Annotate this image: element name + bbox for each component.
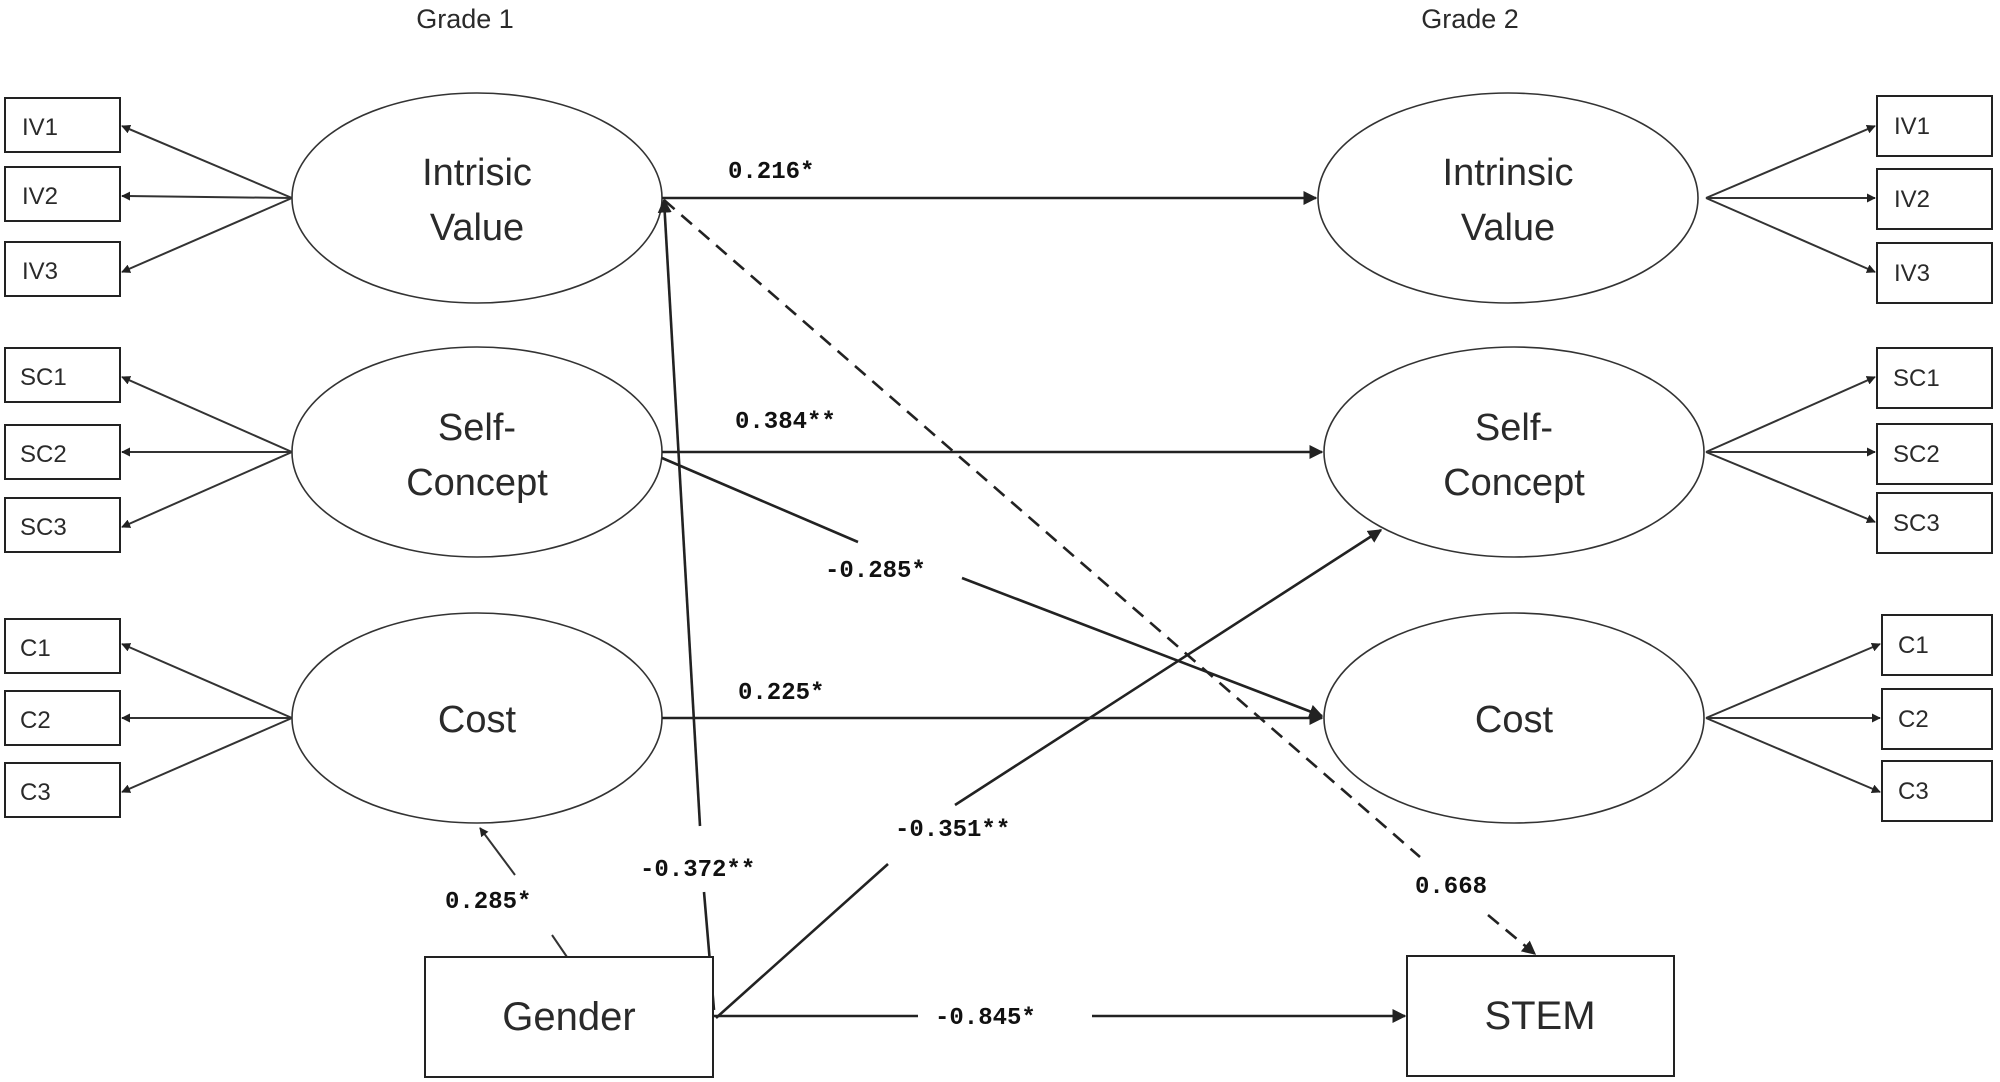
latent-label-left-iv-line1: Intrisic — [422, 152, 532, 194]
latent-label-left-sc-line2: Concept — [406, 462, 548, 504]
loading-arrow-left-iv1 — [121, 125, 293, 199]
loading-arrow-right-c1 — [1705, 643, 1881, 719]
indicator-label-left-iv3: IV3 — [22, 258, 58, 285]
coef-gender-to-iv: -0.372** — [640, 857, 755, 884]
loading-arrow-left-iv3 — [121, 197, 293, 273]
gender-label: Gender — [502, 995, 635, 1039]
indicator-label-left-iv1: IV1 — [22, 114, 58, 141]
indicator-box-right-c1 — [1881, 614, 1993, 676]
indicator-box-left-sc3 — [4, 497, 121, 553]
stem-label: STEM — [1484, 994, 1595, 1038]
indicator-label-right-c2: C2 — [1898, 706, 1929, 733]
loading-arrow-right-sc1 — [1705, 376, 1876, 453]
indicator-box-right-sc1 — [1876, 347, 1993, 409]
indicator-label-left-c3: C3 — [20, 779, 51, 806]
indicator-label-right-iv1: IV1 — [1894, 113, 1930, 140]
indicator-box-left-c2 — [4, 690, 121, 746]
latent-ellipse-left-intrinsic-value — [291, 92, 663, 304]
path-arrow-sc-to-cost-seg1 — [661, 456, 859, 544]
indicator-label-left-sc1: SC1 — [20, 364, 67, 391]
indicator-box-left-iv2 — [4, 166, 121, 222]
latent-label-right-sc-line1: Self- — [1475, 407, 1553, 449]
latent-label-right-cost: Cost — [1475, 699, 1554, 741]
indicator-box-right-iv2 — [1876, 168, 1993, 230]
latent-ellipse-right-self-concept — [1323, 346, 1705, 558]
indicator-box-left-iv1 — [4, 97, 121, 153]
path-arrow-gender-to-sc-seg1 — [715, 863, 889, 1019]
coef-gender-to-sc: -0.351** — [895, 817, 1010, 844]
indicator-label-right-iv3: IV3 — [1894, 260, 1930, 287]
indicator-label-left-sc3: SC3 — [20, 514, 67, 541]
latent-ellipse-right-intrinsic-value — [1317, 92, 1699, 304]
coef-gender-to-stem: -0.845* — [935, 1005, 1036, 1032]
path-arrow-gender-to-sc-seg2 — [954, 528, 1383, 807]
coef-sc-to-sc: 0.384** — [735, 409, 836, 436]
indicator-box-right-c2 — [1881, 688, 1993, 750]
latent-label-left-iv-line2: Value — [430, 207, 524, 249]
indicator-box-right-iv1 — [1876, 95, 1993, 157]
indicator-box-left-c1 — [4, 618, 121, 674]
latent-ellipse-left-self-concept — [291, 346, 663, 558]
indicator-box-right-sc2 — [1876, 423, 1993, 485]
right-loading-arrows — [1705, 125, 1881, 793]
latent-label-right-sc-line2: Concept — [1443, 462, 1585, 504]
path-arrow-sc-to-cost-seg2 — [961, 576, 1324, 719]
gender-box — [424, 956, 714, 1078]
indicator-label-right-c3: C3 — [1898, 778, 1929, 805]
coef-iv-to-iv: 0.216* — [728, 159, 814, 186]
indicator-label-left-sc2: SC2 — [20, 441, 67, 468]
loading-arrow-left-sc3 — [121, 451, 293, 528]
left-loading-arrows — [121, 125, 293, 793]
grade-1-header: Grade 1 — [416, 4, 514, 34]
indicator-box-left-sc1 — [4, 347, 121, 403]
indicator-box-left-sc2 — [4, 424, 121, 480]
path-arrow-iv-to-stem-seg2 — [1487, 913, 1537, 956]
loading-arrow-right-iv3 — [1705, 197, 1876, 273]
loading-arrow-right-c3 — [1705, 717, 1881, 793]
loading-arrow-right-iv1 — [1705, 125, 1876, 199]
left-indicators: IV1 IV2 IV3 SC1 SC2 SC3 C1 C2 C3 — [4, 97, 121, 818]
indicator-label-left-iv2: IV2 — [22, 183, 58, 210]
coef-gender-to-cost: 0.285* — [445, 889, 531, 916]
coef-sc-to-cost: -0.285* — [825, 558, 926, 585]
latent-label-left-cost: Cost — [438, 699, 517, 741]
indicator-label-right-c1: C1 — [1898, 632, 1929, 659]
path-arrow-iv-to-stem-seg1 — [663, 199, 1421, 858]
indicator-box-left-c3 — [4, 762, 121, 818]
path-arrow-gender-to-cost-seg1 — [551, 934, 568, 958]
latent-ellipse-right-cost — [1323, 612, 1705, 824]
right-indicators: IV1 IV2 IV3 SC1 SC2 SC3 C1 C2 C3 — [1876, 95, 1993, 822]
path-arrow-gender-to-cost-seg2 — [479, 827, 516, 876]
loading-arrow-left-iv2 — [121, 191, 293, 201]
loading-arrow-left-c3 — [121, 717, 293, 793]
grade-2-header: Grade 2 — [1421, 4, 1519, 34]
latent-label-left-sc-line1: Self- — [438, 407, 516, 449]
stem-box — [1406, 955, 1675, 1077]
indicator-label-left-c2: C2 — [20, 707, 51, 734]
loading-arrow-right-sc3 — [1705, 451, 1876, 524]
path-arrow-gender-to-iv-seg2 — [657, 198, 702, 827]
indicator-label-right-sc3: SC3 — [1893, 510, 1940, 537]
indicator-box-right-iv3 — [1876, 242, 1993, 304]
indicator-label-right-sc2: SC2 — [1893, 441, 1940, 468]
indicator-box-right-c3 — [1881, 760, 1993, 822]
coef-iv-to-stem: 0.668 — [1415, 874, 1487, 901]
indicator-box-left-iv3 — [4, 241, 121, 297]
indicator-label-right-iv2: IV2 — [1894, 186, 1930, 213]
coef-cost-to-cost: 0.225* — [738, 680, 824, 707]
indicator-label-left-c1: C1 — [20, 635, 51, 662]
loading-arrow-left-c1 — [121, 643, 293, 719]
indicator-box-right-sc3 — [1876, 492, 1993, 554]
indicator-label-right-sc1: SC1 — [1893, 365, 1940, 392]
latent-label-right-iv-line2: Value — [1461, 207, 1555, 249]
loading-arrow-left-sc1 — [121, 376, 293, 453]
latent-label-right-iv-line1: Intrinsic — [1443, 152, 1574, 194]
